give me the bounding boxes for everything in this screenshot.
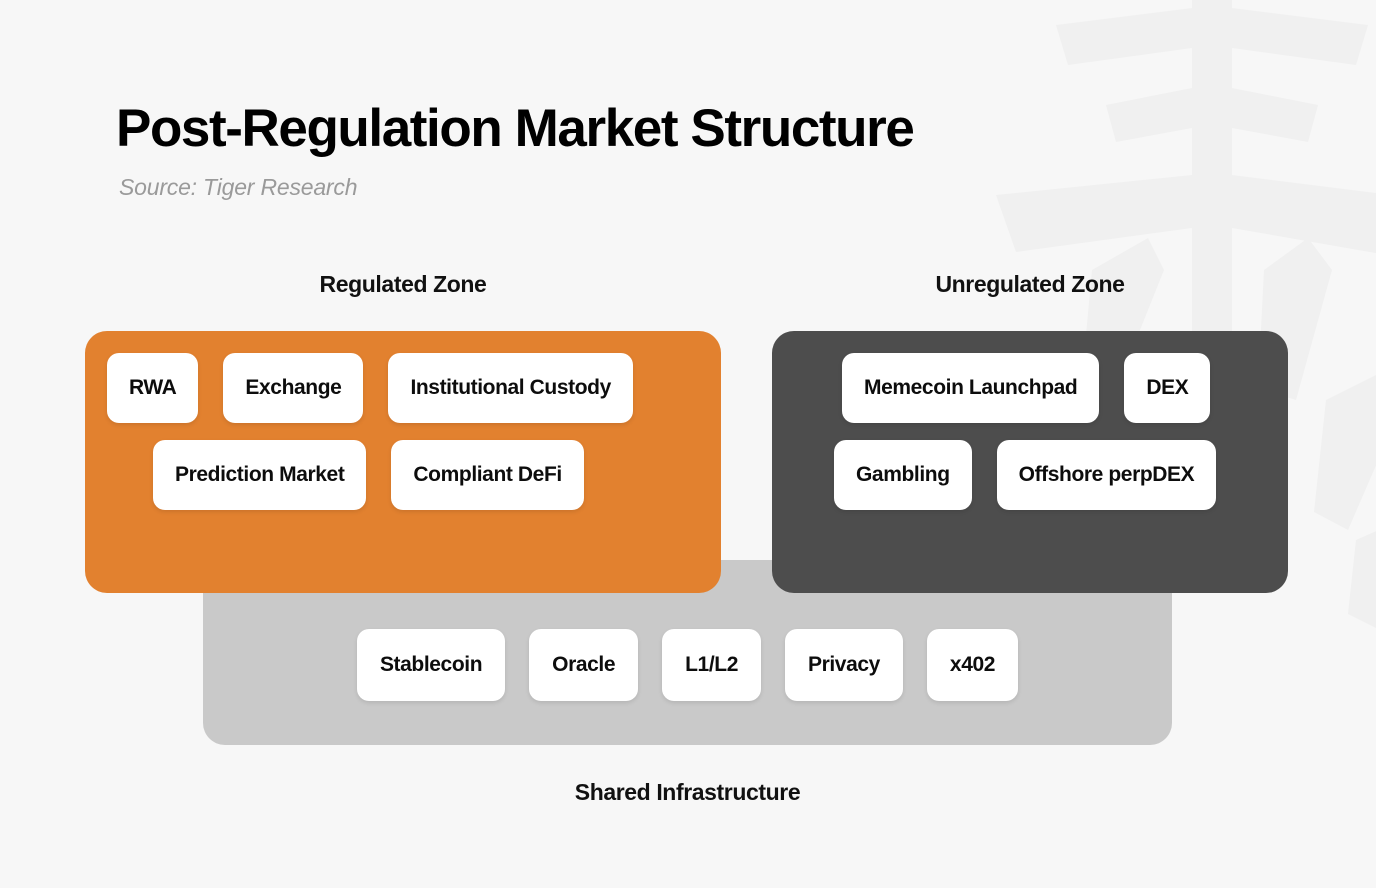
regulated-zone-label: Regulated Zone [319, 271, 487, 297]
regulated-card-compliant-defi[interactable]: Compliant DeFi [391, 440, 584, 510]
shared-infrastructure-label: Shared Infrastructure [574, 779, 801, 805]
unregulated-card-memecoin-launchpad[interactable]: Memecoin Launchpad [842, 353, 1100, 423]
header: Post-Regulation Market Structure Source:… [116, 100, 1116, 201]
shared-infra-card-oracle[interactable]: Oracle [529, 629, 639, 701]
regulated-zone-row-1: RWA Exchange Institutional Custody [107, 353, 699, 423]
unregulated-zone-row-2: Gambling Offshore perpDEX [794, 440, 1266, 510]
unregulated-zone-row-1: Memecoin Launchpad DEX [794, 353, 1266, 423]
shared-infra-card-privacy[interactable]: Privacy [784, 629, 903, 701]
regulated-card-prediction-market[interactable]: Prediction Market [153, 440, 367, 510]
shared-infra-card-l1l2[interactable]: L1/L2 [662, 629, 761, 701]
unregulated-zone-container: Memecoin Launchpad DEX Gambling Offshore… [772, 331, 1288, 593]
regulated-zone-container: RWA Exchange Institutional Custody Predi… [85, 331, 721, 593]
unregulated-card-gambling[interactable]: Gambling [834, 440, 972, 510]
regulated-card-exchange[interactable]: Exchange [223, 353, 364, 423]
page-title: Post-Regulation Market Structure [116, 99, 915, 158]
shared-infra-card-x402[interactable]: x402 [926, 629, 1019, 701]
regulated-card-rwa[interactable]: RWA [107, 353, 199, 423]
regulated-card-institutional-custody[interactable]: Institutional Custody [388, 353, 633, 423]
unregulated-card-offshore-perpdex[interactable]: Offshore perpDEX [996, 440, 1217, 510]
page-subtitle-source: Source: Tiger Research [119, 174, 358, 201]
shared-infra-card-stablecoin[interactable]: Stablecoin [356, 629, 506, 701]
unregulated-card-dex[interactable]: DEX [1124, 353, 1211, 423]
unregulated-zone-label: Unregulated Zone [935, 271, 1125, 297]
regulated-zone-row-2: Prediction Market Compliant DeFi [107, 440, 699, 510]
